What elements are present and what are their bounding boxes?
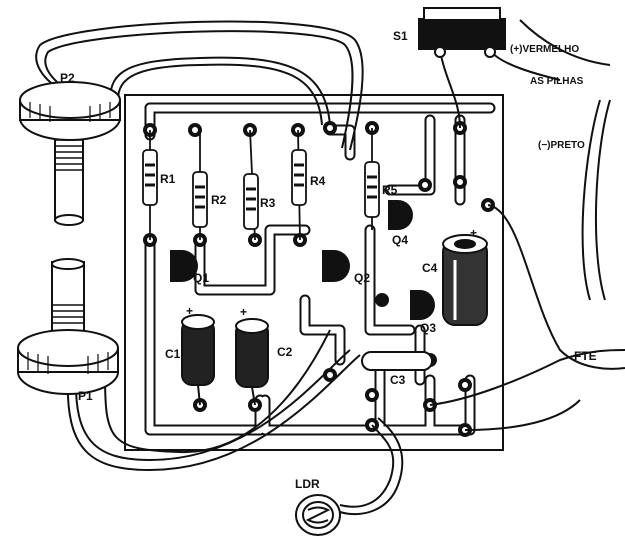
capacitor-c4 <box>442 234 488 326</box>
label-ldr: LDR <box>295 477 320 491</box>
potentiometer-p2 <box>19 81 121 226</box>
resistor-r5 <box>364 161 380 218</box>
ldr-sensor <box>295 494 341 536</box>
label-c4-polarity: + <box>470 226 477 240</box>
resistor-r1 <box>142 149 158 206</box>
label-vermelho: (+)VERMELHO <box>510 44 579 55</box>
label-q2: Q2 <box>354 271 370 285</box>
wires <box>35 19 625 516</box>
capacitor-c3 <box>361 351 433 371</box>
label-as-pilhas: AS PILHAS <box>530 76 584 87</box>
transistor-q2 <box>322 250 350 282</box>
resistor-r3 <box>243 173 259 230</box>
label-r3: R3 <box>260 196 276 210</box>
label-c3: C3 <box>390 373 406 387</box>
transistor-q3 <box>410 290 435 320</box>
transistors <box>170 200 435 320</box>
label-c1: C1 <box>165 347 181 361</box>
label-c4: C4 <box>422 261 438 275</box>
capacitors-c1-c2 <box>181 314 269 406</box>
label-fte: FTE <box>574 349 597 363</box>
label-q3: Q3 <box>420 321 436 335</box>
label-q4: Q4 <box>392 233 408 247</box>
transistor-q1 <box>170 250 198 282</box>
transistor-q4 <box>388 200 413 230</box>
label-r4: R4 <box>310 174 326 188</box>
label-p2: P2 <box>60 71 75 85</box>
label-c2: C2 <box>277 345 293 359</box>
label-r5: R5 <box>382 183 398 197</box>
label-c2-polarity: + <box>240 305 247 319</box>
label-r1: R1 <box>160 172 176 186</box>
label-p1: P1 <box>78 389 93 403</box>
label-r2: R2 <box>211 193 227 207</box>
switch-s1 <box>418 7 506 58</box>
resistor-r4 <box>291 149 307 206</box>
label-c1-polarity: + <box>186 304 193 318</box>
label-s1: S1 <box>393 29 408 43</box>
label-q1: Q1 <box>193 271 209 285</box>
label-preto: (−)PRETO <box>538 140 585 151</box>
potentiometer-p1 <box>17 258 119 395</box>
resistor-r2 <box>192 171 208 228</box>
